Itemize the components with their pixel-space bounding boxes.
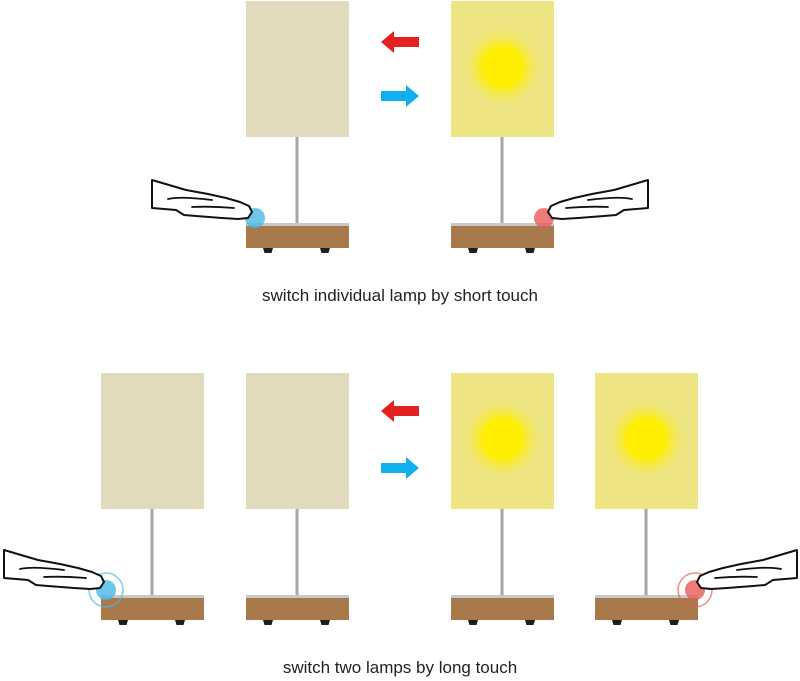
lamp-stem: [295, 509, 299, 595]
lamp-stem: [295, 137, 299, 223]
finger-line: [587, 196, 633, 201]
arrow-left-icon: [381, 400, 419, 422]
lamp-base: [451, 598, 554, 620]
touch-ripple: [677, 572, 713, 608]
lamp-base: [451, 226, 554, 248]
base-top-plate: [451, 223, 554, 226]
lamp-stem: [500, 509, 504, 595]
lamp-foot: [118, 620, 128, 625]
base-top-plate: [246, 595, 349, 598]
hand-pointing-icon: [547, 179, 649, 220]
arrow-right-icon: [381, 457, 419, 479]
finger-line: [565, 205, 609, 209]
lamp-foot: [612, 620, 622, 625]
touch-ripple: [88, 572, 124, 608]
hand-pointing-icon: [151, 179, 253, 220]
lamp-foot: [320, 248, 330, 253]
hand-pointing-icon: [696, 549, 798, 590]
lamp-base: [101, 598, 204, 620]
lamp-stem: [150, 509, 154, 595]
caption-short-touch: switch individual lamp by short touch: [262, 286, 538, 305]
lamp-off-row2-b: [246, 373, 349, 625]
lamp-off-row2-a: [101, 373, 204, 625]
lamp-foot: [525, 620, 535, 625]
lamp-base: [246, 598, 349, 620]
base-top-plate: [246, 223, 349, 226]
lamp-foot: [263, 248, 273, 253]
finger-line: [736, 566, 782, 571]
lamp-foot: [468, 620, 478, 625]
finger-line: [191, 205, 235, 209]
finger-line: [714, 575, 758, 579]
lamp-foot: [320, 620, 330, 625]
lamp-base: [246, 226, 349, 248]
lamp-foot: [263, 620, 273, 625]
hand-pointing-icon: [3, 549, 105, 590]
lamp-on-row2-a: [451, 373, 554, 625]
lamp-off-row1: [246, 1, 349, 253]
diagram-scene: [3, 1, 798, 625]
arrow-left-icon: [381, 31, 419, 53]
finger-line: [19, 566, 65, 571]
lamp-on-row2-b: [595, 373, 698, 625]
lamp-on-row1: [451, 1, 554, 253]
lamp-foot: [175, 620, 185, 625]
lamp-stem: [500, 137, 504, 223]
lamp-foot: [669, 620, 679, 625]
light-glow: [460, 25, 545, 109]
base-top-plate: [595, 595, 698, 598]
lamp-shade: [246, 1, 349, 137]
lamp-stem: [644, 509, 648, 595]
base-top-plate: [451, 595, 554, 598]
base-top-plate: [101, 595, 204, 598]
light-glow: [460, 397, 545, 481]
arrow-right-icon: [381, 85, 419, 107]
lamp-foot: [468, 248, 478, 253]
finger-line: [167, 196, 213, 201]
light-glow: [604, 397, 689, 481]
lamp-foot: [525, 248, 535, 253]
lamp-shade: [101, 373, 204, 509]
lamp-base: [595, 598, 698, 620]
caption-long-touch: switch two lamps by long touch: [282, 658, 518, 677]
lamp-shade: [246, 373, 349, 509]
finger-line: [43, 575, 87, 579]
